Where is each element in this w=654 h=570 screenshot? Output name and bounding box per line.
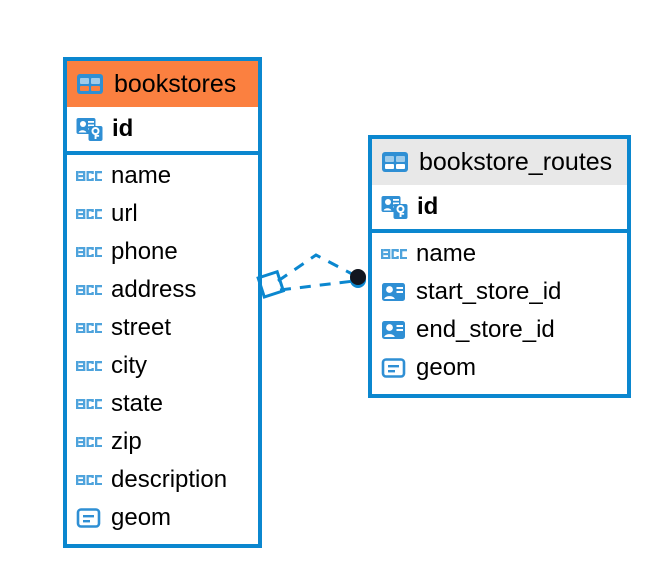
primary-key-divider	[372, 229, 627, 233]
primary-key-icon	[381, 194, 408, 220]
field-row-description[interactable]: description	[67, 461, 258, 499]
text-field-icon	[76, 206, 102, 222]
field-row-primary-key[interactable]: id	[67, 107, 258, 151]
text-field-icon	[76, 396, 102, 412]
entity-table-bookstores[interactable]: bookstores id	[63, 57, 262, 548]
foreign-key-icon	[381, 281, 407, 303]
field-label-zip: zip	[111, 428, 142, 455]
field-list-bookstores: name url phone address street city state zip des…	[67, 155, 258, 541]
field-label-city: city	[111, 352, 147, 379]
entity-title-bookstores: bookstores	[114, 69, 237, 98]
field-label-state: state	[111, 390, 164, 417]
text-field-icon	[381, 246, 407, 262]
field-label-name: name	[111, 162, 172, 189]
foreign-key-icon	[381, 319, 407, 341]
field-row-city[interactable]: city	[67, 347, 258, 385]
field-label-address: address	[111, 276, 197, 303]
field-row-phone[interactable]: phone	[67, 233, 258, 271]
field-row-start-store-id[interactable]: start_store_id	[372, 273, 627, 311]
relationship-line-lower	[279, 279, 355, 292]
field-row-street[interactable]: street	[67, 309, 258, 347]
field-row-zip[interactable]: zip	[67, 423, 258, 461]
field-row-primary-key[interactable]: id	[372, 185, 627, 229]
primary-key-divider	[67, 151, 258, 155]
geometry-field-icon	[381, 356, 407, 380]
field-row-end-store-id[interactable]: end_store_id	[372, 311, 627, 349]
text-field-icon	[76, 434, 102, 450]
field-row-url[interactable]: url	[67, 195, 258, 233]
text-field-icon	[76, 472, 102, 488]
field-label-phone: phone	[111, 238, 178, 265]
field-row-state[interactable]: state	[67, 385, 258, 423]
text-field-icon	[76, 320, 102, 336]
field-label-geom: geom	[416, 354, 477, 381]
field-label-id: id	[417, 193, 439, 220]
table-icon	[381, 150, 409, 174]
text-field-icon	[76, 244, 102, 260]
field-label-name: name	[416, 240, 477, 267]
field-row-address[interactable]: address	[67, 271, 258, 309]
field-row-geom[interactable]: geom	[372, 349, 627, 387]
text-field-icon	[76, 168, 102, 184]
table-icon	[76, 72, 104, 96]
field-label-start-store-id: start_store_id	[416, 278, 562, 305]
field-label-geom: geom	[111, 504, 172, 531]
text-field-icon	[76, 358, 102, 374]
field-label-description: description	[111, 466, 228, 493]
filled-dot-handle-ring	[350, 272, 366, 288]
field-row-name[interactable]: name	[67, 157, 258, 195]
entity-table-bookstore-routes[interactable]: bookstore_routes id	[368, 135, 631, 398]
entity-header-bookstores[interactable]: bookstores	[67, 61, 258, 107]
field-row-name[interactable]: name	[372, 235, 627, 273]
filled-dot-handle[interactable]	[350, 269, 366, 285]
text-field-icon	[76, 282, 102, 298]
field-label-end-store-id: end_store_id	[416, 316, 555, 343]
field-label-url: url	[111, 200, 138, 227]
entity-title-bookstore-routes: bookstore_routes	[419, 147, 613, 176]
geometry-field-icon	[76, 506, 102, 530]
field-label-street: street	[111, 314, 172, 341]
field-row-geom[interactable]: geom	[67, 499, 258, 537]
relationship-line-upper	[277, 253, 355, 283]
primary-key-icon	[76, 116, 103, 142]
entity-header-bookstore-routes[interactable]: bookstore_routes	[372, 139, 627, 185]
field-label-id: id	[112, 115, 134, 142]
